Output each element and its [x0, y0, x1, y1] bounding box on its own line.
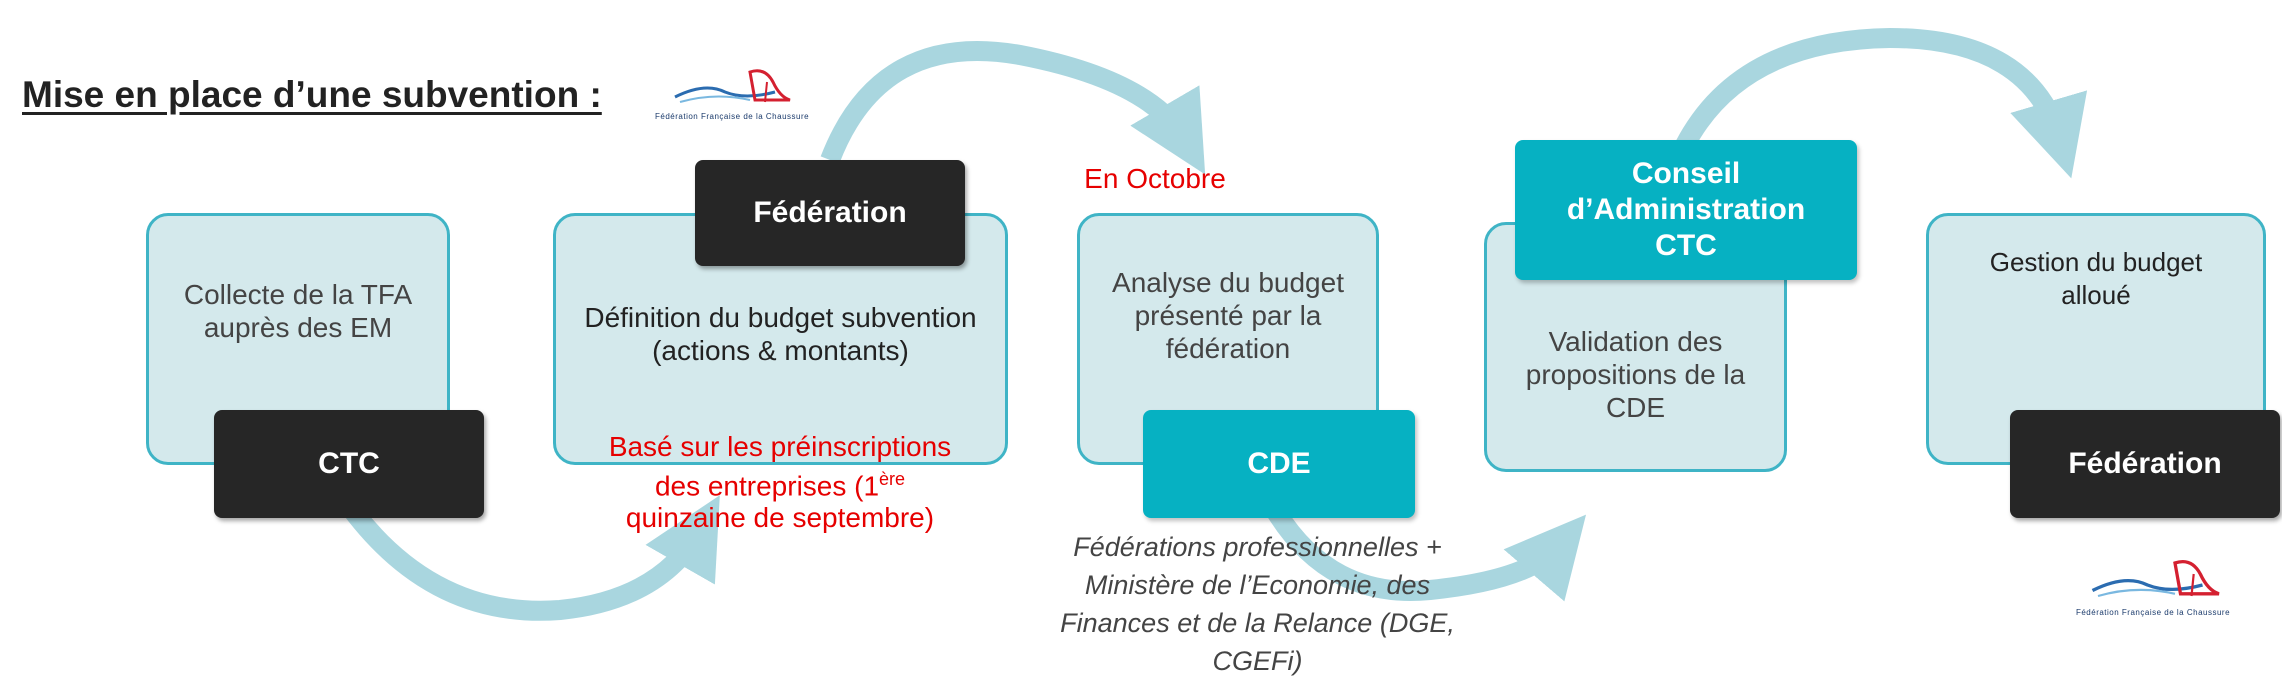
step2-note: Basé sur les préinscriptions des entrepr… [585, 431, 975, 534]
step3-text: Analyse du budget présenté par la fédéra… [1112, 267, 1344, 364]
step4-actor-conseil: Conseil d’Administration CTC [1515, 140, 1857, 280]
shoe-logo-bottom-icon [2091, 559, 2220, 598]
step2-note-line2: des entreprises (1 [654, 470, 880, 502]
step4-text: Validation des propositions de la CDE [1525, 326, 1746, 423]
step5-text: Gestion du budget alloué [1989, 247, 2203, 310]
step2-note-line2-wrap: des entreprises (1ère [585, 463, 975, 502]
federation-logo: Fédération Française de la Chaussure [655, 62, 810, 122]
step3-actor-cde: CDE [1143, 410, 1415, 518]
step1-actor-ctc: CTC [214, 410, 484, 518]
step3-actor-label: CDE [1247, 447, 1311, 480]
step5-actor-federation: Fédération [2010, 410, 2280, 518]
step1-text: Collecte de la TFA auprès des EM [183, 279, 413, 343]
logo-caption: Fédération Française de la Chaussure [655, 112, 810, 121]
step2-note-line3: quinzaine de septembre) [625, 502, 935, 534]
step3-timing: En Octobre [1084, 163, 1226, 194]
federation-logo-bottom: Fédération Française de la Chaussure [2068, 552, 2238, 622]
step2-actor-federation: Fédération [695, 160, 965, 266]
step2-text: Définition du budget subvention (actions… [584, 302, 977, 366]
step3-note: Fédérations professionnelles + Ministère… [1060, 532, 1455, 676]
page-title: Mise en place d’une subvention : [22, 74, 602, 115]
arrow-step2-to-step3 [820, 41, 1206, 175]
shoe-logo-icon [674, 69, 791, 103]
step1-box: Collecte de la TFA auprès des EM [146, 213, 450, 465]
step2-note-sup: ère [879, 469, 906, 489]
arrow-step4-to-step5 [1676, 27, 2088, 179]
logo-bottom-caption: Fédération Française de la Chaussure [2075, 608, 2231, 617]
arrow-step1-to-step2 [336, 494, 720, 621]
step2-note-line1: Basé sur les préinscriptions [608, 431, 952, 462]
arrow-step3-to-step4 [1266, 504, 1587, 602]
